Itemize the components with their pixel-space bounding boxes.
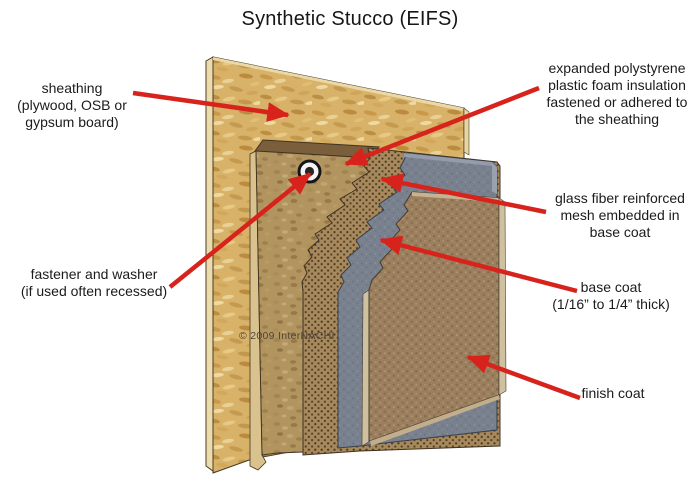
arrow-to-finish-coat	[466, 354, 581, 401]
label-base-coat: base coat (1/16” to 1/4” thick)	[528, 279, 694, 313]
label-mesh-line: mesh embedded in	[560, 207, 680, 223]
copyright-notice: © 2009 InterNACHI	[239, 330, 335, 342]
arrow-to-base-coat	[379, 235, 578, 294]
label-mesh-line: base coat	[589, 224, 651, 240]
label-fastener-line: fastener and washer	[30, 266, 158, 282]
label-foam-line: the sheathing	[574, 111, 660, 127]
label-foam-insulation: expanded polystyrene plastic foam insula…	[536, 60, 698, 128]
label-sheathing-line: (plywood, OSB or	[17, 97, 127, 113]
label-finish-coat-line: finish coat	[581, 385, 645, 401]
label-base-coat-line: (1/16” to 1/4” thick)	[552, 296, 670, 312]
arrow-to-sheathing	[132, 90, 290, 122]
label-foam-line: plastic foam insulation	[548, 77, 686, 93]
arrow-to-fastener	[168, 172, 312, 289]
label-finish-coat: finish coat	[548, 385, 678, 402]
label-sheathing-line: sheathing	[41, 80, 103, 96]
label-mesh-line: glass fiber reinforced	[555, 190, 685, 206]
label-sheathing-line: gypsum board)	[25, 114, 119, 130]
label-foam-line: fastened or adhered to	[546, 94, 688, 110]
label-foam-line: expanded polystyrene	[548, 60, 686, 76]
arrow-to-foam	[344, 85, 540, 167]
diagram-title: Synthetic Stucco (EIFS)	[241, 8, 459, 30]
label-glass-fiber-mesh: glass fiber reinforced mesh embedded in …	[544, 190, 696, 241]
label-base-coat-line: base coat	[580, 279, 642, 295]
label-fastener-line: (if used often recessed)	[20, 283, 168, 299]
label-fastener-washer: fastener and washer (if used often reces…	[2, 266, 186, 300]
callout-arrows	[132, 85, 581, 401]
label-sheathing: sheathing (plywood, OSB or gypsum board)	[2, 80, 142, 131]
arrow-to-mesh	[380, 173, 547, 215]
